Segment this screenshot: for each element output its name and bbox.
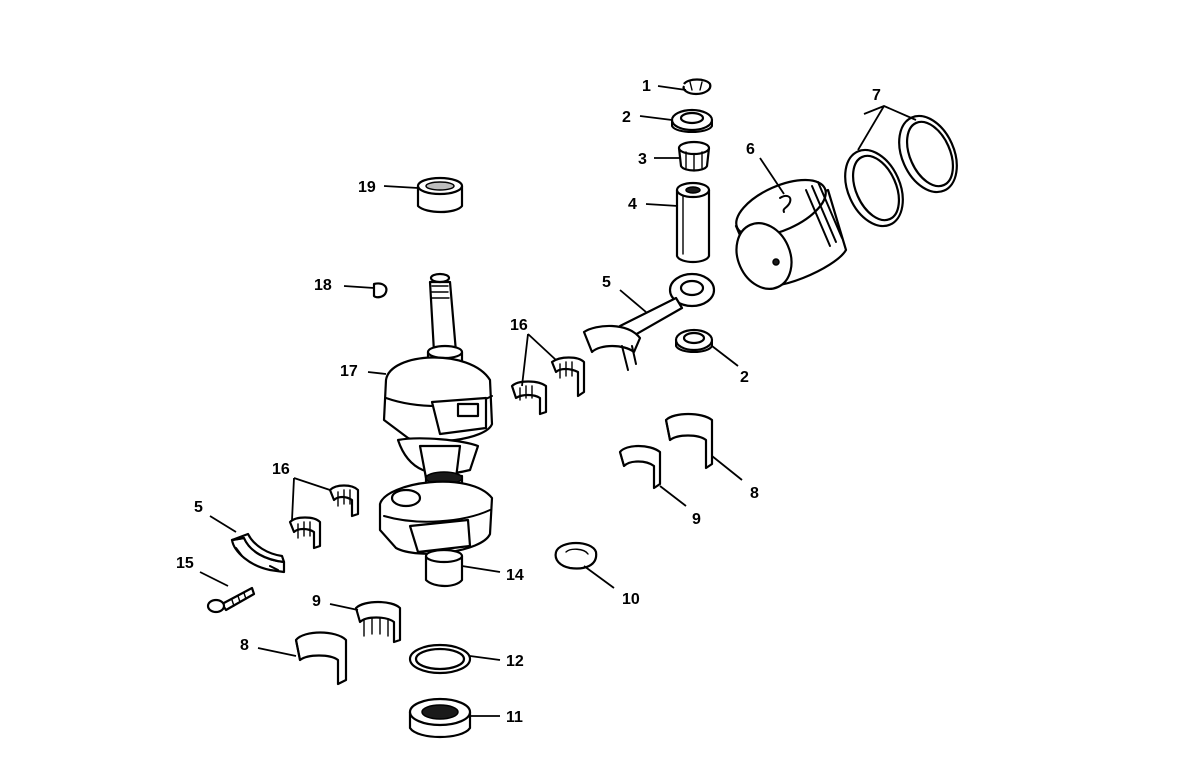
callout-5-lower: 5 [194, 499, 203, 516]
part-18-key [372, 282, 388, 299]
callout-14: 14 [506, 567, 524, 584]
part-9-bearing-half-left [354, 600, 402, 644]
part-16-bearing-cage-lower [288, 484, 360, 550]
part-19-bushing [416, 176, 464, 214]
part-9-bearing-half-right [618, 444, 662, 490]
callout-9: 9 [692, 511, 701, 528]
callout-4: 4 [628, 196, 637, 213]
callout-labels: 1 2 3 4 5 6 7 2 19 18 16 17 8 9 16 5 14 … [176, 78, 881, 726]
callout-7: 7 [872, 87, 881, 104]
callout-19: 19 [358, 179, 376, 196]
callout-16-lower: 16 [272, 461, 290, 478]
part-5-rod-cap [230, 532, 286, 574]
callout-3: 3 [638, 151, 647, 168]
callout-11: 11 [506, 709, 523, 726]
callout-2: 2 [622, 109, 631, 126]
part-10-snap-ring [554, 541, 598, 570]
part-12-o-ring [408, 643, 472, 675]
part-2-washer-upper [670, 108, 714, 133]
part-17-crankshaft [378, 272, 494, 588]
callout-17: 17 [340, 363, 358, 380]
part-5-connecting-rod [582, 272, 716, 371]
part-11-oil-seal [408, 697, 472, 738]
callout-12: 12 [506, 653, 524, 670]
callout-18: 18 [314, 277, 332, 294]
callout-6: 6 [746, 141, 755, 158]
callout-8: 8 [750, 485, 759, 502]
callout-9-lower: 9 [312, 593, 321, 610]
part-3-needle-bearing [677, 140, 711, 172]
part-2-washer-lower [674, 328, 714, 353]
callout-16: 16 [510, 317, 528, 334]
part-7-piston-rings [844, 114, 958, 228]
callout-15: 15 [176, 555, 194, 572]
callout-5: 5 [602, 274, 611, 291]
part-15-cap-screw [206, 586, 256, 614]
callout-1: 1 [642, 78, 651, 95]
part-4-piston-pin [675, 181, 711, 264]
part-6-piston [734, 178, 848, 290]
leader-lines [199, 85, 917, 717]
callout-2-lower: 2 [740, 369, 749, 386]
part-8-bearing-shell-left [294, 631, 348, 686]
part-1-retaining-ring [682, 78, 712, 96]
callout-10: 10 [622, 591, 640, 608]
part-8-bearing-shell-right [664, 412, 714, 470]
callout-8-lower: 8 [240, 637, 249, 654]
